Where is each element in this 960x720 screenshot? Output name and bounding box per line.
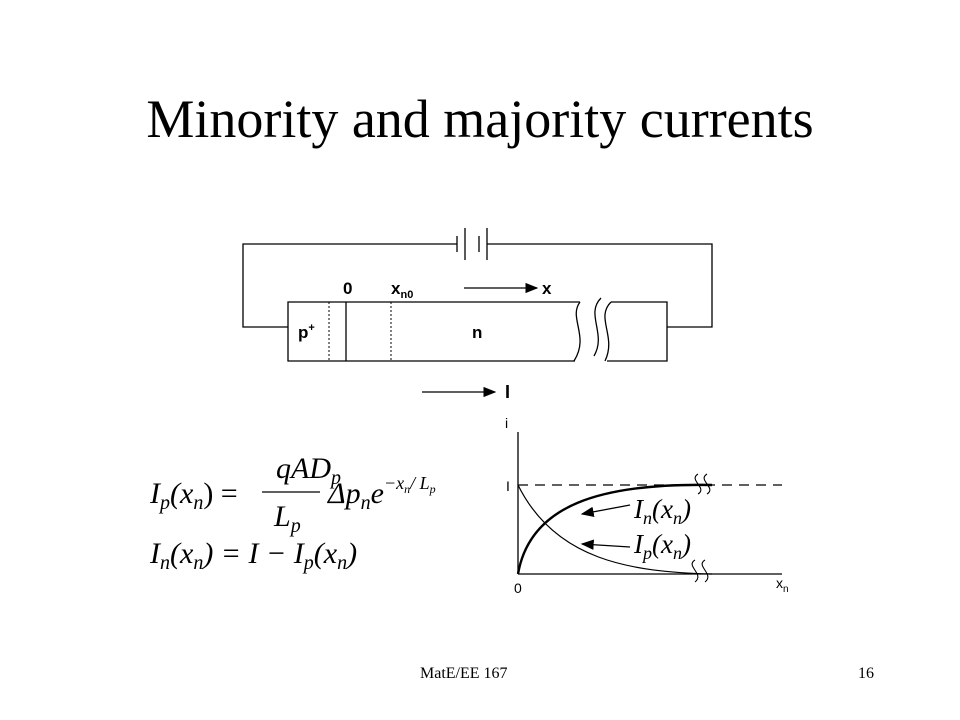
- curve-in-label: In(xn): [633, 494, 691, 528]
- footer-course-label: MatE/EE 167: [420, 665, 508, 682]
- svg-text:Ip(xn) =: Ip(xn) =: [149, 477, 238, 514]
- battery-icon: [456, 228, 488, 260]
- graph-break-upper: [694, 473, 711, 495]
- equation-in: In(xn) = I − Ip(xn): [149, 537, 357, 574]
- slide-title: Minority and majority currents: [146, 89, 814, 149]
- origin-label: 0: [514, 580, 522, 596]
- region-p-label: p+: [298, 322, 315, 342]
- y-tick-label: I: [506, 478, 510, 494]
- break-squiggle-left: [573, 301, 581, 362]
- arrow-to-ip-curve: [580, 539, 631, 550]
- break-squiggle-right: [593, 297, 612, 362]
- y-axis-label: i: [505, 415, 508, 431]
- label-xn0: xn0: [391, 279, 413, 301]
- circuit-wire: [242, 243, 713, 328]
- diode-bar-left: [287, 301, 580, 362]
- region-n-label: n: [472, 323, 482, 342]
- graph-break-lower: [691, 559, 709, 583]
- label-zero: 0: [343, 279, 352, 298]
- curve-ip-minority: [517, 484, 713, 575]
- circuit-diagram: 0 xn0 x p+ n I: [242, 228, 713, 402]
- curve-in-majority: [516, 483, 713, 575]
- equation-ip: Ip(xn) = qADp Lp Δpne−xn/ Lp: [149, 452, 436, 537]
- label-x: x: [542, 279, 552, 298]
- svg-text:Δpne−xn/ Lp: Δpne−xn/ Lp: [327, 473, 436, 514]
- svg-text:qADp: qADp: [276, 452, 341, 489]
- svg-text:Lp: Lp: [273, 500, 301, 537]
- current-graph: i I 0 xn In(xn) Ip(xn): [505, 415, 789, 596]
- curve-ip-label: Ip(xn): [633, 529, 691, 563]
- diode-bar-right: [607, 301, 668, 362]
- svg-text:In(xn) = I − Ip(xn): In(xn) = I − Ip(xn): [149, 537, 357, 574]
- arrow-to-in-curve: [580, 504, 631, 517]
- current-label: I: [505, 382, 510, 402]
- x-axis-label: xn: [776, 575, 789, 595]
- footer-page-number: 16: [858, 665, 874, 682]
